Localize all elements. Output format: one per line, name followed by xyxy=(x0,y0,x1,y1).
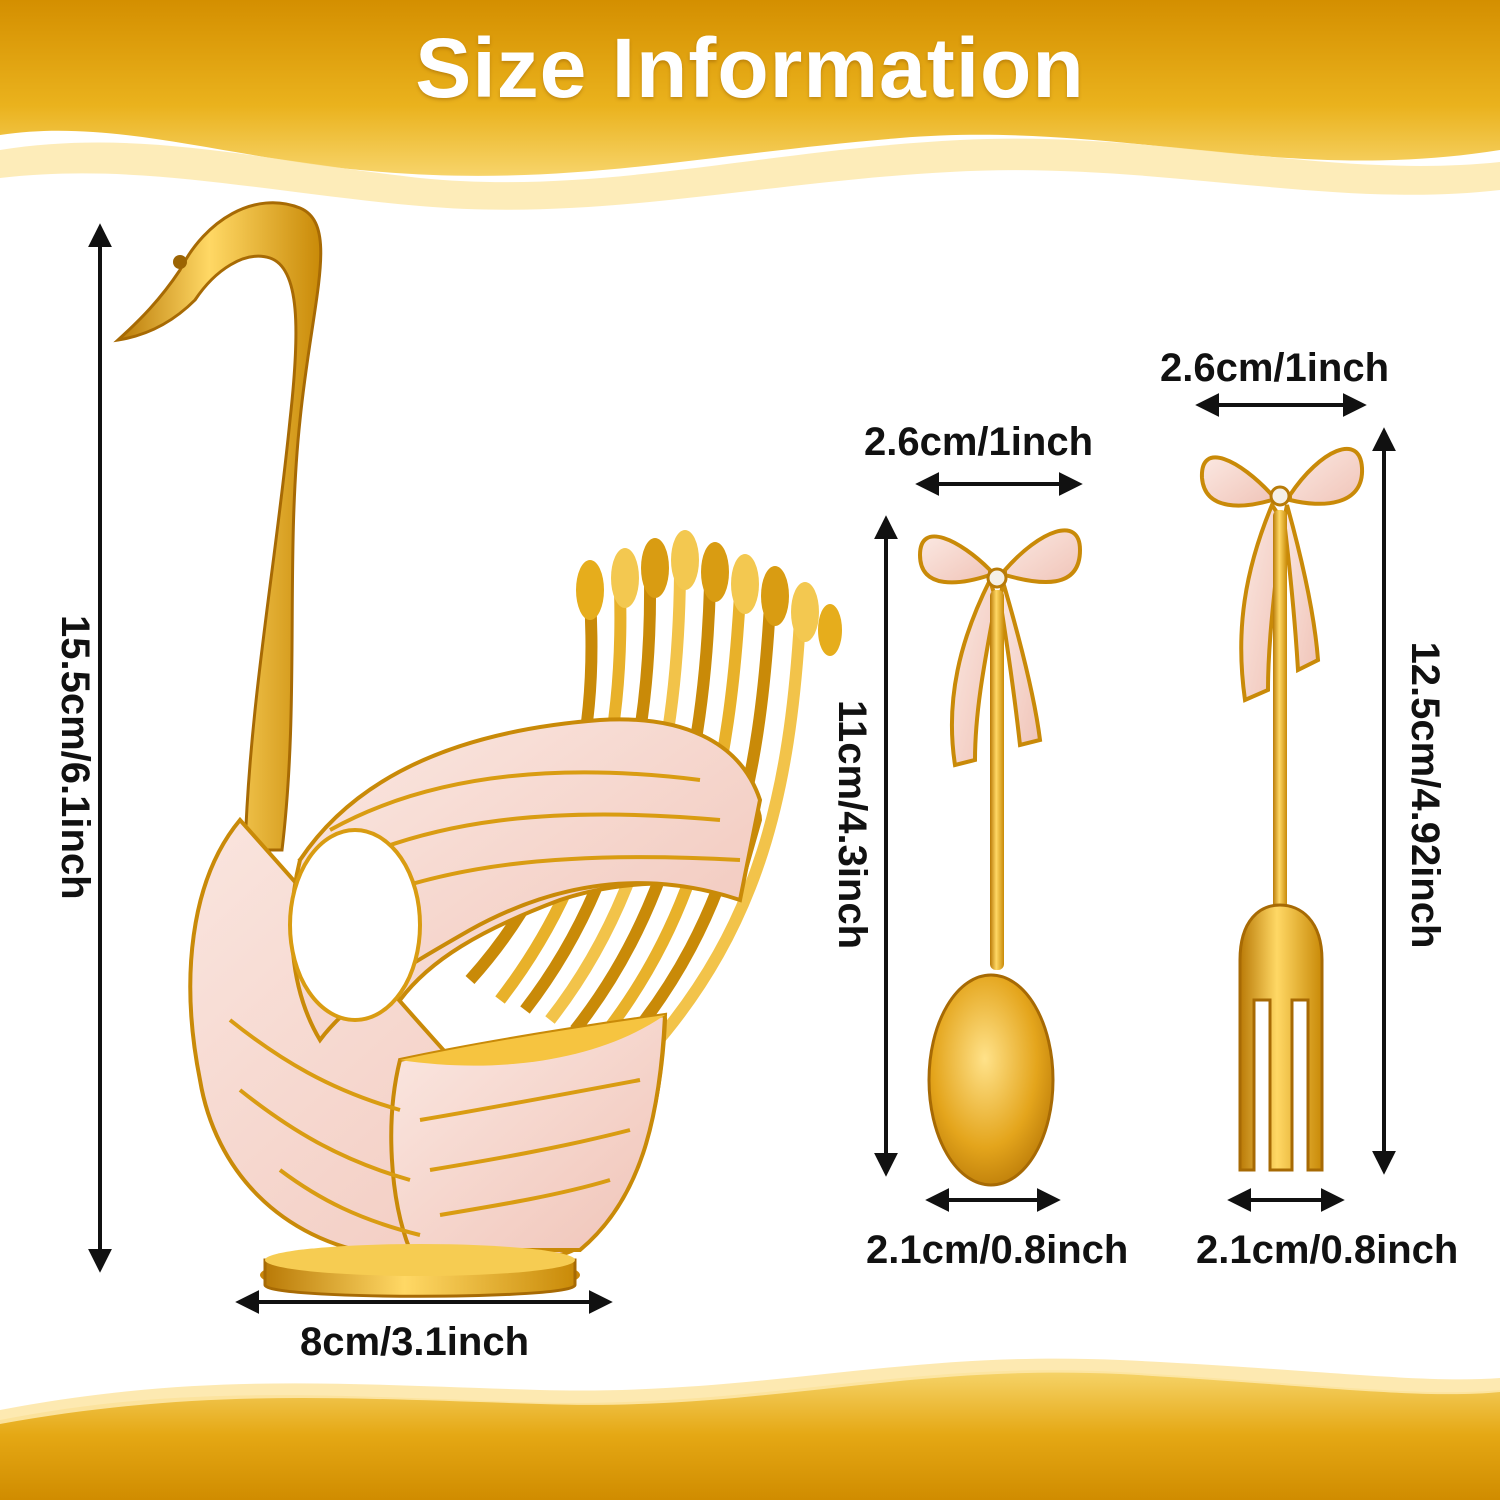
top-banner xyxy=(0,0,1500,210)
fork-illustration xyxy=(1199,447,1365,1172)
fork-top-width-label: 2.6cm/1inch xyxy=(1160,346,1390,390)
spoon-length-label: 11cm/4.3inch xyxy=(830,700,874,950)
fork-length-label: 12.5cm/4.92inch xyxy=(1403,641,1447,949)
spoon-top-width-label: 2.6cm/1inch xyxy=(864,420,1094,464)
dimension-arrows xyxy=(88,223,1396,1314)
holder-width-label: 8cm/3.1inch xyxy=(300,1320,530,1364)
bottom-banner xyxy=(0,1358,1500,1500)
page-title: Size Information xyxy=(415,21,1085,115)
swan-holder-illustration xyxy=(113,201,842,1298)
fork-bottom-width-label: 2.1cm/0.8inch xyxy=(1196,1228,1459,1272)
spoon-bottom-width-label: 2.1cm/0.8inch xyxy=(866,1228,1129,1272)
holder-height-label: 15.5cm/6.1inch xyxy=(53,615,97,900)
spoon-illustration xyxy=(917,528,1083,1187)
